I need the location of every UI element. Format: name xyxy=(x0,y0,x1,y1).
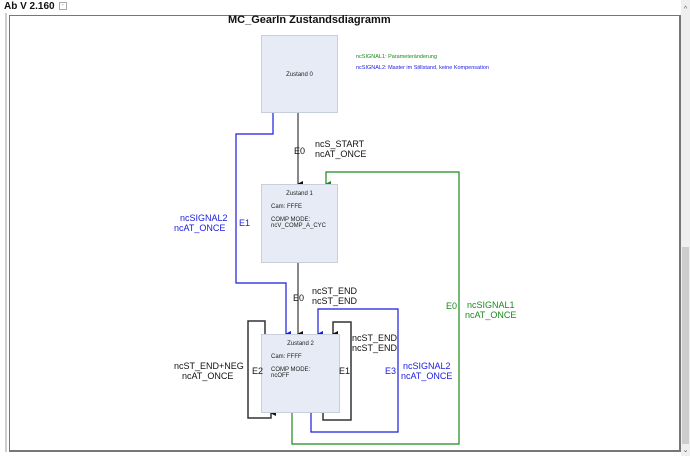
transition-label: E1 xyxy=(339,366,351,376)
version-label: Ab V 2.160 xyxy=(4,0,55,12)
transition-condition: ncSIGNAL2 xyxy=(180,213,228,223)
transition-e1-loop xyxy=(322,321,352,421)
transition-label: E1 xyxy=(239,218,251,228)
state-zustand-1[interactable]: Zustand 1 Cam: FFFE COMP MODE: ncV_COMP_… xyxy=(261,184,338,263)
transition-e3-loop xyxy=(310,308,399,433)
legend-signal1: ncSIGNAL1: Parameteränderung xyxy=(356,54,438,60)
state-cam: Cam: FFFF xyxy=(271,354,302,360)
diagram-frame xyxy=(9,15,681,452)
transition-condition: ncST_END xyxy=(352,343,398,353)
state-comp-mode: ncOFF xyxy=(271,373,290,379)
diagram-title: MC_GearIn Zustandsdiagramm xyxy=(228,14,391,26)
transition-e1-z0-z2 xyxy=(235,113,291,337)
transition-condition: ncSIGNAL1 xyxy=(467,300,515,310)
state-comp-mode: ncV_COMP_A_CYC xyxy=(271,223,327,229)
transition-label: E3 xyxy=(385,366,397,376)
transition-e2-loop xyxy=(247,320,276,419)
scroll-thumb[interactable] xyxy=(682,247,689,444)
transition-condition: ncSIGNAL2 xyxy=(403,361,451,371)
transition-condition: ncS_START xyxy=(315,139,365,149)
transition-label: E0 xyxy=(446,301,458,311)
vertical-scrollbar[interactable]: ^ ⌄ xyxy=(681,0,690,456)
transition-condition: ncAT_ONCE xyxy=(182,371,234,381)
state-title: Zustand 1 xyxy=(286,191,313,197)
transition-condition: ncAT_ONCE xyxy=(174,223,226,233)
collapse-icon[interactable]: - xyxy=(58,2,67,10)
state-title: Zustand 0 xyxy=(286,72,313,78)
state-comp-mode-label: COMP MODE: xyxy=(271,217,311,223)
transition-condition: ncST_END+NEG xyxy=(174,361,244,371)
transition-condition: ncAT_ONCE xyxy=(315,149,367,159)
transition-condition: ncST_END xyxy=(352,333,398,343)
transition-condition: ncST_END xyxy=(312,286,358,296)
state-title: Zustand 2 xyxy=(287,341,314,347)
transition-label: E2 xyxy=(252,366,264,376)
transition-condition: ncAT_ONCE xyxy=(401,371,453,381)
state-zustand-2[interactable]: Zustand 2 Cam: FFFF COMP MODE: ncOFF xyxy=(261,334,340,413)
transition-e0-z2-z1 xyxy=(291,171,460,445)
state-zustand-0[interactable]: Zustand 0 xyxy=(261,35,338,113)
scroll-up-icon[interactable]: ^ xyxy=(683,6,688,13)
transition-condition: ncST_END xyxy=(312,296,358,306)
state-comp-mode-label: COMP MODE: xyxy=(271,367,311,373)
scroll-down-icon[interactable]: ⌄ xyxy=(682,447,689,454)
transition-label: E0 xyxy=(293,293,305,303)
outer-frame xyxy=(5,13,682,452)
transition-condition: ncAT_ONCE xyxy=(465,310,517,320)
legend-signal2: ncSIGNAL2: Master im Stillstand, keine K… xyxy=(356,65,489,71)
version-header: Ab V 2.160 - xyxy=(4,0,67,12)
transition-label: E0 xyxy=(294,146,306,156)
state-cam: Cam: FFFE xyxy=(271,204,302,210)
